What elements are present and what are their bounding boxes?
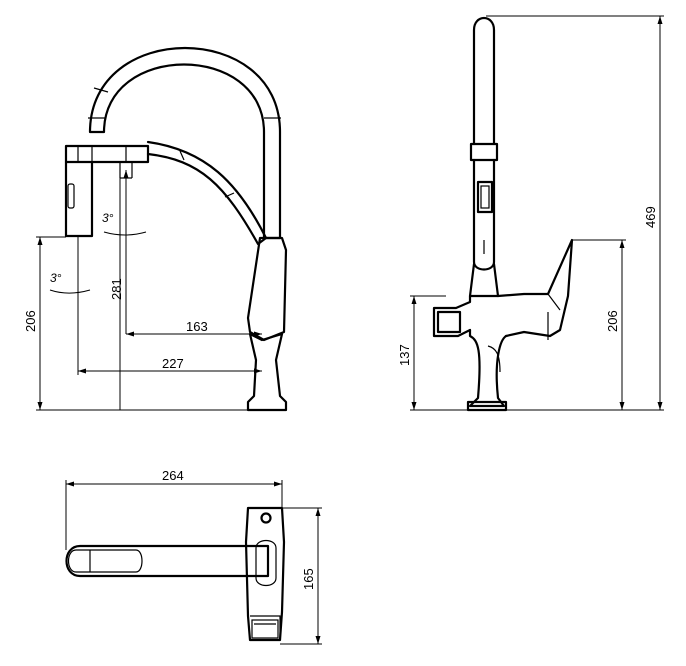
front-pullout-hose: [146, 140, 268, 246]
side-body: [468, 328, 508, 408]
dim-front-227: 227: [162, 356, 184, 371]
side-handle: [472, 158, 496, 271]
angle-label-lower: 3°: [50, 271, 62, 285]
front-gooseneck: [88, 47, 282, 240]
dim-top-165: 165: [301, 568, 316, 590]
dim-side-469: 469: [643, 206, 658, 228]
front-view: 3° 3° 206 281 163 227: [23, 47, 288, 412]
side-button: [476, 180, 494, 214]
side-left-arm: [432, 294, 472, 338]
dim-side-206: 206: [605, 310, 620, 332]
dim-front-206: 206: [23, 310, 38, 332]
front-faucet-base: [246, 332, 288, 412]
dim-front-163: 163: [186, 319, 208, 334]
side-collar: [469, 142, 499, 162]
side-tube: [472, 16, 496, 146]
side-view: 469 206 137: [397, 15, 664, 412]
front-faucet-body: [246, 236, 288, 342]
top-view: 264 165: [65, 468, 322, 645]
side-base: [466, 400, 508, 412]
front-spray-body: [64, 144, 150, 164]
side-lever: [496, 238, 574, 338]
dim-top-264: 264: [162, 468, 184, 483]
front-spray-head: [64, 160, 94, 238]
angle-label-upper: 3°: [102, 211, 114, 225]
dim-side-137: 137: [397, 344, 412, 366]
top-hole: [260, 512, 272, 524]
dim-front-281: 281: [109, 278, 124, 300]
top-spout: [65, 544, 270, 578]
